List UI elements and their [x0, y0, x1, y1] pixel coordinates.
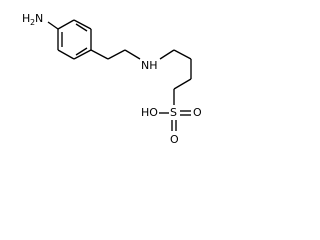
ring-bond-2: [73, 19, 92, 30]
ring-bond-4: [73, 49, 92, 60]
chain-bond-5: [173, 49, 192, 60]
chain-bond-3: [124, 49, 141, 60]
amine-n-label: N: [35, 12, 43, 25]
benzene-ring: [57, 19, 92, 60]
hydroxyl-label: HO: [141, 106, 158, 119]
amine-subscript: 2: [30, 18, 35, 27]
oxo-bottom-label: O: [170, 133, 179, 146]
amine-ring-bond: [47, 21, 59, 30]
molecule-diagram: H 2 N NH S HO O O: [22, 12, 202, 146]
ring-double-bond-a: [75, 23, 88, 32]
chain-bond-7: [173, 78, 192, 90]
sulfur-label: S: [170, 106, 177, 119]
chain-bond-1: [90, 49, 109, 60]
ring-double-bond-b: [75, 47, 88, 56]
amine-h-label: H: [22, 12, 30, 25]
oxo-right-label: O: [193, 106, 202, 119]
ring-bond-1: [57, 19, 75, 30]
secondary-amine-label: NH: [141, 59, 158, 72]
chain-bond-4: [159, 49, 175, 60]
chain-bond-2: [107, 49, 126, 60]
structure-canvas: H 2 N NH S HO O O: [0, 0, 215, 173]
ring-bond-5: [57, 49, 75, 60]
atom-amine: H 2 N: [22, 12, 43, 27]
